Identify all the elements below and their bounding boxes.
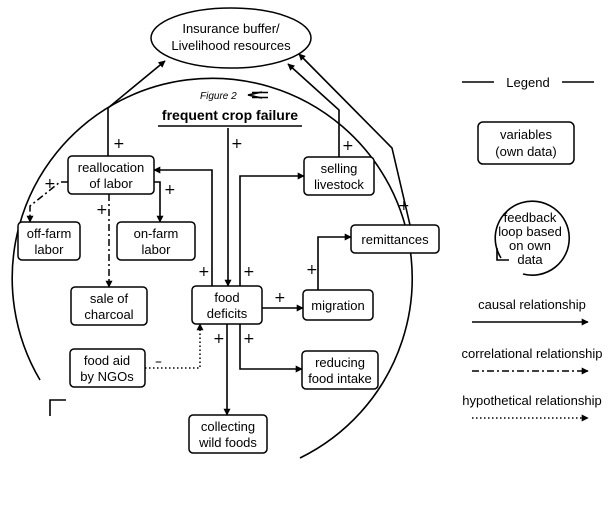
svg-text:on own: on own bbox=[509, 238, 551, 253]
legend-correlational: correlational relationship bbox=[462, 346, 603, 375]
node-selling-livestock: selling livestock bbox=[303, 156, 375, 196]
sign-deficits-reducing: + bbox=[243, 331, 255, 347]
feedback-loop-arrowhead bbox=[49, 399, 66, 416]
edge-deficits-to-reallocation bbox=[153, 166, 213, 286]
svg-text:reallocation: reallocation bbox=[78, 160, 145, 175]
svg-text:Legend: Legend bbox=[506, 75, 549, 90]
node-insurance-buffer: Insurance buffer/ Livelihood resources bbox=[150, 7, 312, 69]
svg-text:off-farm: off-farm bbox=[27, 226, 72, 241]
svg-text:on-farm: on-farm bbox=[134, 226, 179, 241]
edge-deficits-to-reducing-intake bbox=[239, 324, 303, 373]
node-food-aid: food aid by NGOs bbox=[69, 348, 146, 388]
svg-text:hypothetical relationship: hypothetical relationship bbox=[462, 393, 601, 408]
sign-reallocation-charcoal: + bbox=[96, 202, 108, 218]
svg-text:(own data): (own data) bbox=[495, 144, 556, 159]
edge-reallocation-to-off-farm bbox=[26, 181, 68, 223]
svg-text:loop based: loop based bbox=[498, 224, 562, 239]
sign-deficits-wild-foods: + bbox=[213, 331, 225, 347]
edge-selling-livestock-to-buffer bbox=[287, 63, 340, 157]
svg-text:food intake: food intake bbox=[308, 371, 372, 386]
svg-text:by NGOs: by NGOs bbox=[80, 369, 134, 384]
sign-crop-failure: + bbox=[231, 136, 243, 152]
legend-variables: variables (own data) bbox=[477, 121, 575, 165]
svg-text:Livelihood resources: Livelihood resources bbox=[171, 38, 291, 53]
svg-text:deficits: deficits bbox=[207, 306, 248, 321]
svg-text:correlational relationship: correlational relationship bbox=[462, 346, 603, 361]
edge-remittances-to-buffer bbox=[298, 53, 411, 226]
svg-text:causal relationship: causal relationship bbox=[478, 297, 586, 312]
node-sale-of-charcoal: sale of charcoal bbox=[70, 286, 148, 326]
svg-text:food aid: food aid bbox=[84, 353, 130, 368]
svg-text:remittances: remittances bbox=[361, 232, 429, 247]
edge-reallocation-to-buffer bbox=[107, 60, 166, 156]
node-migration: migration bbox=[302, 289, 374, 321]
svg-text:reducing: reducing bbox=[315, 355, 365, 370]
legend-feedback-loop: feedback loop based on own data bbox=[494, 200, 570, 276]
svg-text:labor: labor bbox=[142, 242, 172, 257]
svg-text:wild foods: wild foods bbox=[198, 435, 257, 450]
svg-text:variables: variables bbox=[500, 127, 553, 142]
edge-food-aid-to-deficits bbox=[145, 323, 204, 369]
svg-text:livestock: livestock bbox=[314, 177, 364, 192]
edge-deficits-to-selling-livestock bbox=[239, 172, 305, 286]
node-reallocation-of-labor: reallocation of labor bbox=[67, 155, 155, 195]
svg-text:collecting: collecting bbox=[201, 419, 255, 434]
svg-text:sale of: sale of bbox=[90, 291, 129, 306]
diagram-title: frequent crop failure bbox=[162, 107, 298, 123]
node-reducing-food-intake: reducing food intake bbox=[301, 350, 379, 390]
svg-text:charcoal: charcoal bbox=[84, 307, 133, 322]
sign-deficits-reallocation: + bbox=[198, 264, 210, 280]
legend-hypothetical: hypothetical relationship bbox=[462, 393, 602, 422]
sign-reallocation-on-farm: + bbox=[164, 182, 176, 198]
edge-migration-to-remittances bbox=[317, 233, 352, 290]
node-remittances: remittances bbox=[350, 224, 440, 254]
sign-deficits-selling: + bbox=[243, 264, 255, 280]
node-on-farm-labor: on-farm labor bbox=[116, 221, 196, 261]
legend: Legend variables (own data) feedback loo… bbox=[462, 75, 603, 422]
node-food-deficits: food deficits bbox=[191, 285, 263, 325]
svg-text:labor: labor bbox=[35, 242, 65, 257]
svg-text:selling: selling bbox=[321, 161, 358, 176]
svg-text:Figure 2: Figure 2 bbox=[200, 91, 237, 102]
sign-remittances-buffer: + bbox=[398, 198, 410, 214]
sign-selling-livestock: + bbox=[342, 138, 354, 154]
sign-food-aid: – bbox=[155, 354, 162, 370]
sign-migration-remittances: + bbox=[306, 262, 318, 278]
node-collecting-wild-foods: collecting wild foods bbox=[188, 414, 268, 454]
svg-text:Insurance buffer/: Insurance buffer/ bbox=[182, 21, 280, 36]
node-off-farm-labor: off-farm labor bbox=[17, 221, 81, 261]
figure-reference: Figure 2 bbox=[200, 91, 268, 102]
sign-reallocation-buffer: + bbox=[113, 136, 125, 152]
svg-text:migration: migration bbox=[311, 298, 364, 313]
sign-reallocation-off-farm: + bbox=[44, 176, 56, 192]
svg-text:of labor: of labor bbox=[89, 176, 133, 191]
edge-reallocation-to-on-farm bbox=[154, 181, 164, 223]
svg-text:data: data bbox=[517, 252, 543, 267]
legend-causal: causal relationship bbox=[472, 297, 589, 326]
sign-deficits-migration: + bbox=[274, 290, 286, 306]
svg-text:feedback: feedback bbox=[504, 210, 557, 225]
svg-text:food: food bbox=[214, 290, 239, 305]
